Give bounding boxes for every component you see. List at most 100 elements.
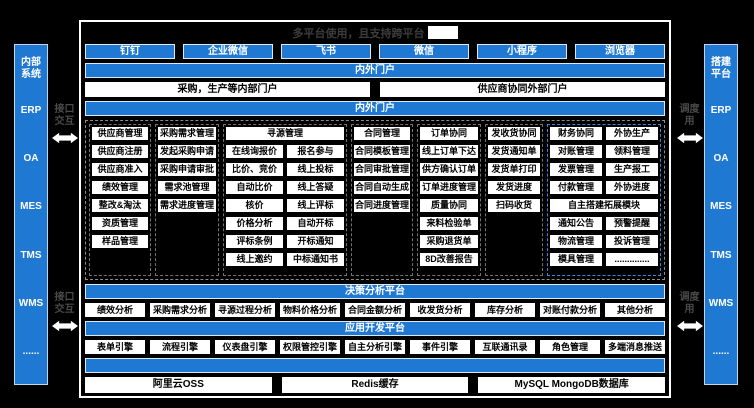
analysis-button: 绩效分析: [85, 303, 145, 317]
column-header: 合同管理: [354, 127, 410, 140]
redacted-area: [427, 26, 458, 39]
module-button: 报名参与: [287, 145, 344, 158]
column-sourcing-management: 寻源管理 在线询报价比价、竞价自动比价核价价格分析评标条例线上邀约 报名参与线上…: [223, 124, 347, 276]
internal-system-item: MES: [20, 201, 42, 213]
module-button: 核价: [226, 199, 283, 212]
module-button: 物流管理: [550, 235, 602, 248]
decision-analysis-row: 绩效分析采购需求分析寻源过程分析物料价格分析合同金额分析收发货分析库存分析对账付…: [85, 303, 665, 317]
column-header: 订单协同: [420, 127, 478, 140]
build-platform-item: TMS: [710, 249, 732, 261]
infrastructure-bar: [85, 358, 665, 373]
column-header: 发收货协同: [488, 127, 540, 140]
analysis-button: 其他分析: [605, 303, 665, 317]
module-button: 8D改善报告: [420, 253, 478, 266]
module-button: 采购申请审批: [158, 163, 216, 176]
platform-button: 小程序: [477, 44, 567, 59]
build-platform-item: ERP: [710, 104, 732, 116]
column-supplier-management: 供应商管理 供应商注册供应商准入绩效管理整改&淘汰资质管理样品管理: [89, 124, 151, 276]
module-button: 需求池管理: [158, 181, 216, 194]
module-button: 外协进度: [606, 181, 658, 194]
build-platform-title: 搭建平台: [711, 57, 731, 80]
internal-system-item: ......: [22, 346, 40, 358]
column-header: 采购需求管理: [158, 127, 216, 140]
module-button: 采购退货单: [420, 235, 478, 248]
module-button: 线上评标: [287, 199, 344, 212]
interface-interaction-label: 接口交互: [54, 292, 75, 315]
platform-button: 微信: [379, 44, 469, 59]
portal-box: 供应商协同外部门户: [380, 82, 665, 97]
module-button: 供应商准入: [92, 163, 148, 176]
module-button: ..............: [606, 253, 658, 266]
analysis-button: 对账付款分析: [540, 303, 600, 317]
engine-button: 事件引擎: [410, 340, 470, 354]
decision-analysis-platform-bar: 决策分析平台: [85, 284, 665, 299]
module-button: 需求进度管理: [158, 199, 216, 212]
infrastructure-box: Redis缓存: [281, 377, 469, 393]
column-header: 外协生产: [606, 127, 658, 140]
module-button: 发货通知单: [488, 145, 540, 158]
module-button: 对账管理: [550, 145, 602, 158]
module-button: 自动比价: [226, 181, 283, 194]
engine-button: 互联通讯录: [475, 340, 535, 354]
module-button: 合同审批管理: [354, 163, 410, 176]
module-button: 比价、竞价: [226, 163, 283, 176]
platform-button: 飞书: [281, 44, 371, 59]
build-platform-item: WMS: [708, 297, 734, 309]
engine-button: 仪表盘引擎: [215, 340, 275, 354]
engine-button: 权限管控引擎: [280, 340, 340, 354]
engine-button: 角色管理: [540, 340, 600, 354]
module-button: 合同进度管理: [354, 199, 410, 212]
platform-button: 浏览器: [575, 44, 665, 59]
internal-system-item: OA: [23, 152, 39, 164]
module-button: 合同模板管理: [354, 145, 410, 158]
build-platform-item: MES: [710, 201, 732, 213]
engine-button: 流程引擎: [150, 340, 210, 354]
infrastructure-box: 阿里云OSS: [85, 377, 272, 393]
platform-button: 钉钉: [85, 44, 175, 59]
module-button: 预警提醒: [606, 217, 658, 230]
self-build-extension-module: 自主搭建拓展模块: [550, 199, 658, 212]
column-finance-outsourcing: 财务协同外协生产 对账管理领料管理发票管理生产报工付款管理外协进度 自主搭建拓展…: [547, 124, 661, 276]
platform-button: 企业微信: [183, 44, 273, 59]
bidirectional-arrow-icon: [676, 320, 703, 332]
module-button: 评标条例: [226, 235, 283, 248]
dispatch-use-label: 调度用: [679, 104, 700, 127]
right-connector-bottom: 调度用: [675, 292, 704, 333]
right-connector-top: 调度用: [675, 104, 704, 145]
portal-bar-top: 内外门户: [85, 63, 665, 78]
module-button: 发票管理: [550, 163, 602, 176]
module-button: 发货单打印: [488, 163, 540, 176]
engine-button: 多端消息推送: [605, 340, 665, 354]
module-button: 供应商注册: [92, 145, 148, 158]
module-button: 线上邀约: [226, 253, 283, 266]
module-button: 样品管理: [92, 235, 148, 248]
module-button: 线上订单下达: [420, 145, 478, 158]
modules-grid: 供应商管理 供应商注册供应商准入绩效管理整改&淘汰资质管理样品管理 采购需求管理…: [85, 120, 665, 280]
build-platform-item: ......: [712, 346, 730, 358]
app-development-row: 表单引擎流程引擎仪表盘引擎权限管控引擎自主分析引擎事件引擎互联通讯录角色管理多端…: [85, 340, 665, 354]
module-button: 通知公告: [550, 217, 602, 230]
column-shipping-receiving: 发收货协同 发货通知单发货单打印发货进度扫码收货: [485, 124, 543, 276]
column-header: 寻源管理: [226, 127, 344, 140]
portal-box: 采购，生产等内部门户: [85, 82, 370, 97]
module-button: 生产报工: [606, 163, 658, 176]
module-button: 供方确认订单: [420, 163, 478, 176]
analysis-button: 合同金额分析: [345, 303, 405, 317]
module-button: 中标通知书: [287, 253, 344, 266]
interface-interaction-label: 接口交互: [54, 104, 75, 127]
module-button: 自动开标: [287, 217, 344, 230]
dispatch-use-label: 调度用: [679, 292, 700, 315]
engine-button: 自主分析引擎: [345, 340, 405, 354]
module-button: 线上投标: [287, 163, 344, 176]
module-button: 合同自动生成: [354, 181, 410, 194]
module-button: 整改&淘汰: [92, 199, 148, 212]
module-button: 发起采购申请: [158, 145, 216, 158]
module-button: 开标通知: [287, 235, 344, 248]
module-button: 来料检验单: [420, 217, 478, 230]
